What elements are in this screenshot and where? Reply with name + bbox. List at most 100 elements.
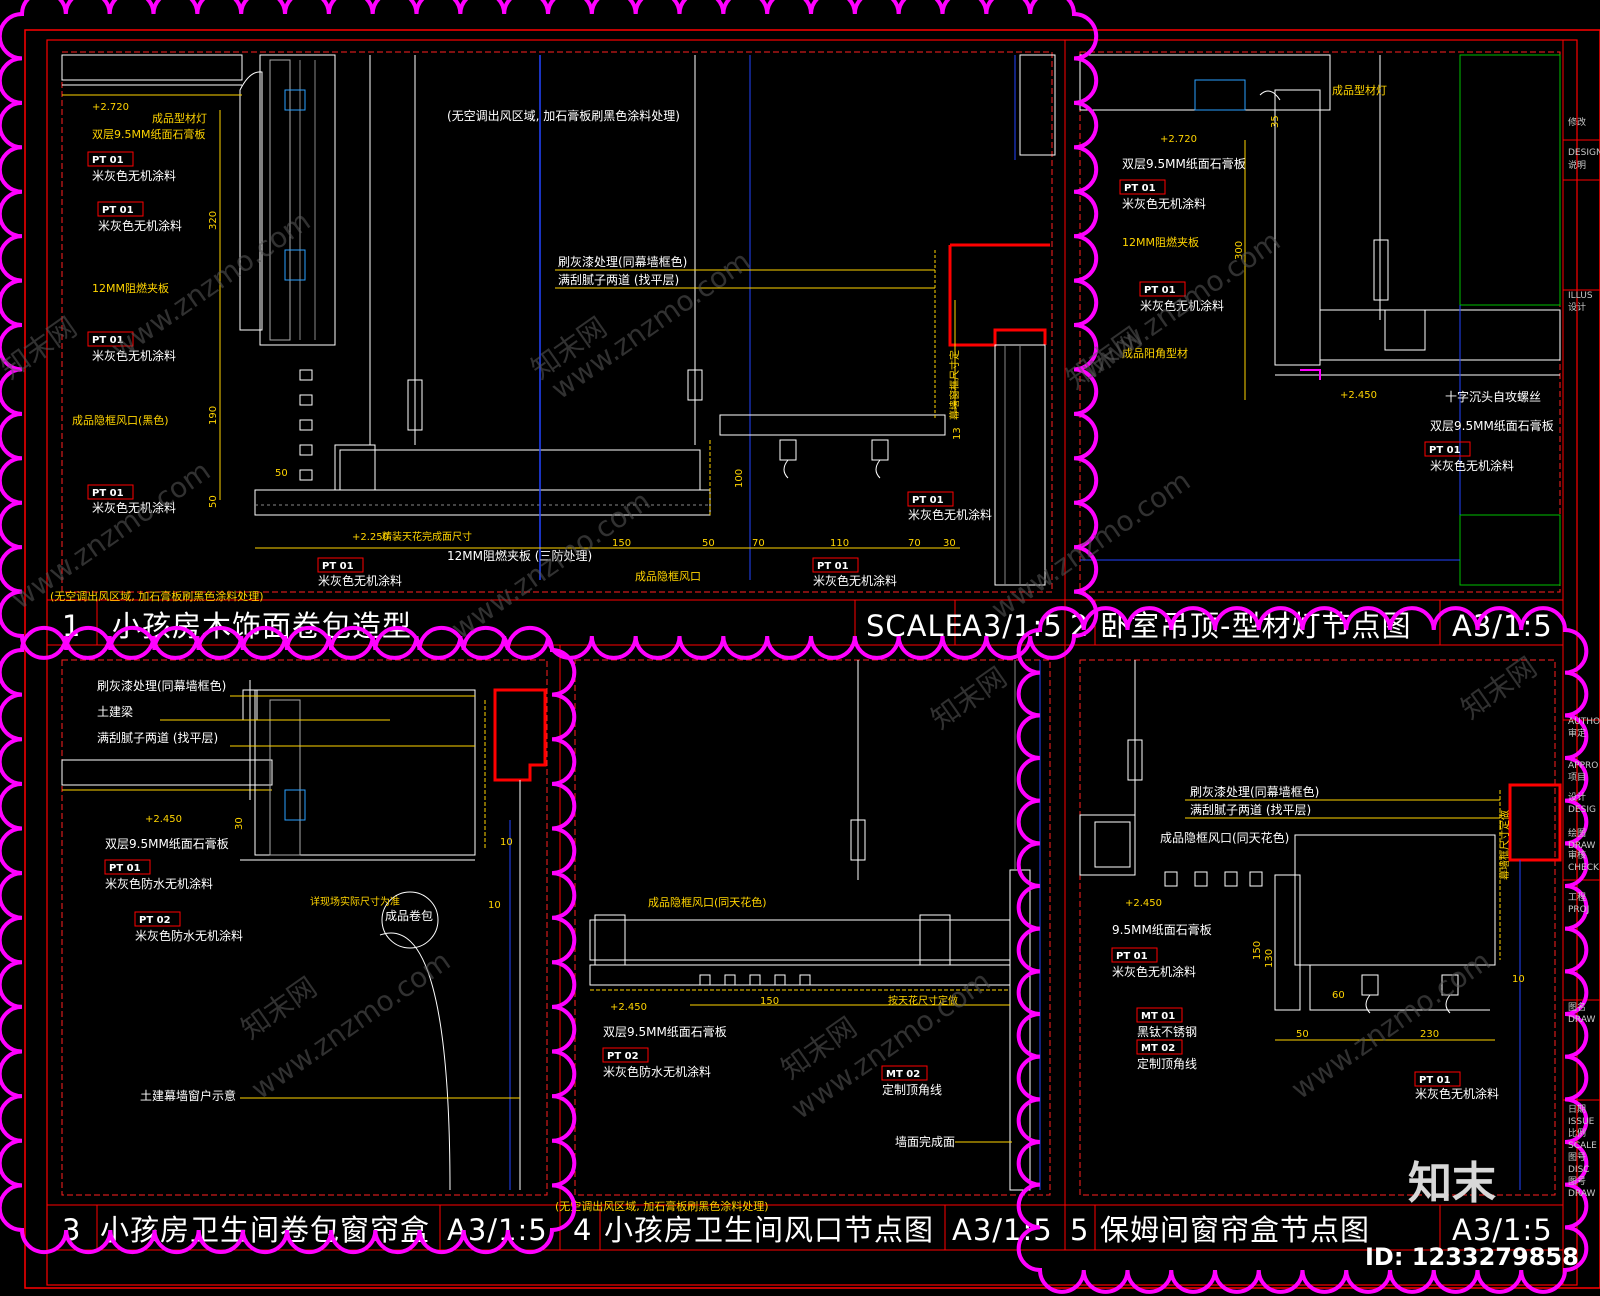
p4-dim-0: 150 <box>760 996 779 1007</box>
p2-label-light: 成品型材灯 <box>1332 83 1387 97</box>
p2-label-corner: 成品阳角型材 <box>1122 346 1188 360</box>
titleblock-label: 说明 <box>1568 159 1586 171</box>
p4-label-paint: 米灰色防水无机涂料 <box>603 1064 711 1079</box>
p1-label-putty: 满刮腻子两道 (找平层) <box>558 273 679 287</box>
p1-label-paint-d: 米灰色无机涂料 <box>92 500 176 515</box>
p1-dim-10: 50 <box>208 495 219 508</box>
p2-label-gyp: 双层9.5MM纸面石膏板 <box>1122 156 1246 171</box>
p5-elev: +2.450 <box>1125 898 1162 909</box>
panel-5-title: 保姆间窗帘盒节点图 <box>1100 1213 1370 1247</box>
watermark-id: ID: 1233279858 <box>1365 1243 1579 1271</box>
p4-label-trim: 定制顶角线 <box>882 1082 942 1097</box>
titleblock-label: ILLUS <box>1568 291 1593 301</box>
titleblock-label: 图名 <box>1568 1001 1586 1013</box>
p1-label-brush: 刷灰漆处理(同幕墙框色) <box>558 255 687 269</box>
p1-label-paint-b: 米灰色无机涂料 <box>98 218 182 233</box>
detail-4-drawing <box>589 660 1041 1191</box>
p3-label-putty: 满刮腻子两道 (找平层) <box>97 731 218 745</box>
titleblock-label: 日期 <box>1568 1104 1586 1115</box>
p1-elev-a: +2.720 <box>92 102 129 113</box>
titleblock-label: 项目 <box>1568 772 1586 783</box>
p3-label-roll: 成品卷包 <box>385 908 433 923</box>
p1-tag-pt01-e: PT 01 <box>317 557 364 573</box>
titleblock-label: SCALE <box>1568 1141 1597 1151</box>
p1-dim-4: 110 <box>830 538 849 549</box>
p1-elev-b: +2.250 <box>352 532 389 543</box>
p1-dim-6: 30 <box>943 538 956 549</box>
p5-dim-0: 50 <box>1296 1029 1309 1040</box>
p5-label-trim: 定制顶角线 <box>1137 1056 1197 1071</box>
p2-tag-pt01-c: PT 01 <box>1424 441 1471 457</box>
svg-text:MT 02: MT 02 <box>1141 1043 1175 1054</box>
detail-3-annotations: 刷灰漆处理(同幕墙框色) 土建梁 满刮腻子两道 (找平层) +2.450 双层9… <box>97 679 520 1103</box>
titleblock-label: 工程 <box>1568 892 1586 903</box>
p4-ref: 按天花尺寸定做 <box>888 994 958 1007</box>
p1-window-ref: 幕墙窗框尺寸定 <box>948 350 961 420</box>
svg-text:PT 01: PT 01 <box>912 495 944 506</box>
cloud-bottom-left <box>0 625 577 1255</box>
p1-dim-2: 50 <box>702 538 715 549</box>
p1-tag-pt01-b: PT 01 <box>97 201 144 217</box>
p1-label-paint-e: 米灰色无机涂料 <box>318 573 402 588</box>
svg-text:PT 01: PT 01 <box>1144 285 1176 296</box>
p2-tag-pt01-a: PT 01 <box>1119 179 1166 195</box>
titleblock-label: DESIGN <box>1568 148 1600 158</box>
p2-label-gyp-b: 双层9.5MM纸面石膏板 <box>1430 418 1554 433</box>
p1-dim-5: 70 <box>908 538 921 549</box>
watermark-brand-4: 知末网 <box>925 661 1013 736</box>
p3-label-brush: 刷灰漆处理(同幕墙框色) <box>97 679 226 693</box>
p1-dim-1: 150 <box>612 538 631 549</box>
svg-text:PT 01: PT 01 <box>1419 1075 1451 1086</box>
p2-label-paint-c: 米灰色无机涂料 <box>1430 458 1514 473</box>
titleblock-label: APPRO <box>1568 761 1598 771</box>
p1-label-paint-a: 米灰色无机涂料 <box>92 168 176 183</box>
p2-elev-b: +2.450 <box>1340 390 1377 401</box>
p1-note-bottom: (无空调出风区域, 加石膏板刷黑色涂料处理) <box>50 589 264 603</box>
p1-label-vent2: 成品隐框风口 <box>635 570 701 583</box>
p1-label-light: 成品型材灯 <box>152 111 207 125</box>
p3-label-paint-b: 米灰色防水无机涂料 <box>135 928 243 943</box>
p1-dim-9: 190 <box>208 406 219 425</box>
p3-label-gyp: 双层9.5MM纸面石膏板 <box>105 836 229 851</box>
p1-dim-0: 50 <box>275 468 288 479</box>
p1-label-ply: 12MM阻燃夹板 <box>92 281 169 295</box>
p3-tag-pt02: PT 02 <box>134 911 181 927</box>
p1-tag-pt01-d: PT 01 <box>87 484 134 500</box>
p1-label-gyp: 双层9.5MM纸面石膏板 <box>92 127 205 141</box>
panel-2-title: 卧室吊顶-型材灯节点图 <box>1100 609 1411 643</box>
p3-elev: +2.450 <box>145 814 182 825</box>
svg-text:PT 01: PT 01 <box>1429 445 1461 456</box>
p2-dim-0: 35 <box>1270 115 1281 128</box>
p5-label-steel: 黑钛不锈钢 <box>1137 1024 1197 1039</box>
cloud-bottom-right <box>1016 606 1589 1294</box>
titleblock-label: 绘图 <box>1568 827 1586 839</box>
p3-tag-pt01: PT 01 <box>104 859 151 875</box>
p4-tag-mt02: MT 02 <box>881 1065 928 1081</box>
detail-2-drawing <box>1079 54 1561 586</box>
p5-label-vent: 成品隐框风口(同天花色) <box>1160 830 1289 845</box>
p3-ref: 详现场实际尺寸为准 <box>310 895 400 908</box>
p3-dim-2: 30 <box>234 817 245 830</box>
panel-1-scale-label: SCALE <box>866 609 964 643</box>
svg-text:PT 01: PT 01 <box>92 335 124 346</box>
titleblock-label: 审核 <box>1568 849 1586 861</box>
panel-2-scale: A3/1:5 <box>1452 609 1553 643</box>
titleblock-label: 设计 <box>1568 301 1586 313</box>
svg-text:PT 01: PT 01 <box>817 561 849 572</box>
p5-dim-4: 150 <box>1252 941 1263 960</box>
p1-ceiling-ref: 精装天花完成面尺寸 <box>382 530 472 543</box>
cloud-top <box>0 0 1099 660</box>
detail-4-annotations: 成品隐框风口(同天花色) +2.450 双层9.5MM纸面石膏板 PT 02 米… <box>555 895 1012 1213</box>
p5-dim-3: 60 <box>1332 990 1345 1001</box>
titleblock-label: DESIG <box>1568 805 1596 815</box>
p5-label-putty: 满刮腻子两道 (找平层) <box>1190 803 1311 817</box>
panel-4-title: 小孩房卫生间风口节点图 <box>604 1213 934 1247</box>
svg-text:PT 01: PT 01 <box>322 561 354 572</box>
svg-text:PT 01: PT 01 <box>109 863 141 874</box>
p1-dim-8: 320 <box>208 211 219 230</box>
detail-5-drawing <box>1079 660 1562 1190</box>
detail-1-drawing <box>61 54 1056 586</box>
panel-4-number: 4 <box>573 1213 592 1247</box>
p5-tag-mt01: MT 01 <box>1136 1007 1183 1023</box>
